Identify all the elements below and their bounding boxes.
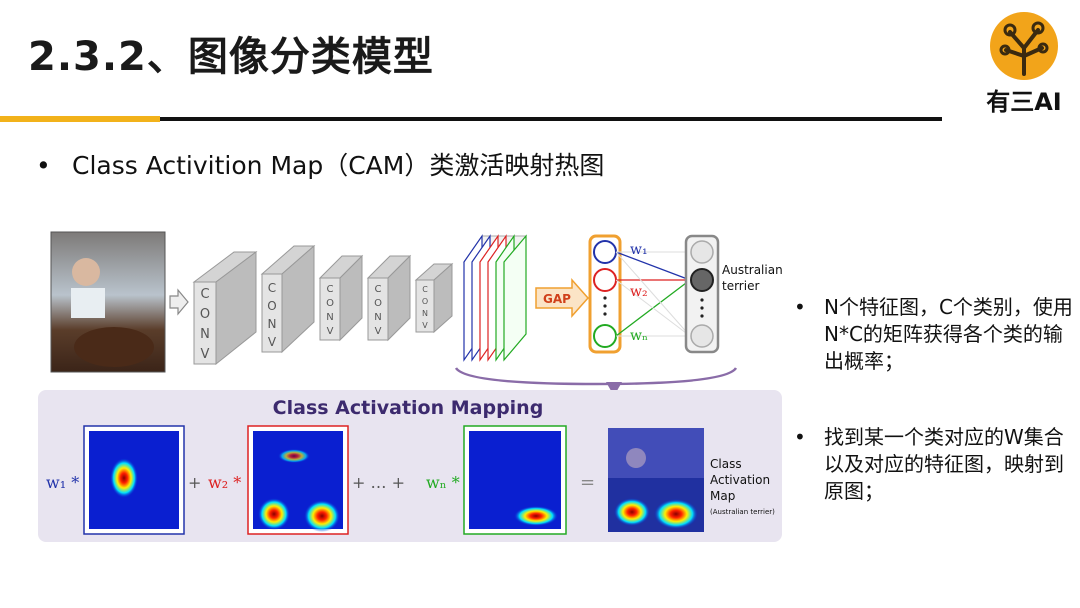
feature-maps xyxy=(463,234,527,362)
brand-logo: 有三AI xyxy=(976,8,1072,116)
eq-w2: w₂ * xyxy=(208,473,241,492)
cam-panel: Class Activation Mapping w₁ * + w₂ * + …… xyxy=(38,390,782,542)
class-label-line2: terrier xyxy=(722,279,759,293)
conv-block-3: C O N V xyxy=(318,254,364,342)
eq-w1: w₁ * xyxy=(46,473,79,492)
gap-node-column xyxy=(588,234,622,354)
main-bullet: • Class Activition Map（CAM）类激活映射热图 xyxy=(36,146,604,182)
conv-label-3-n: N xyxy=(326,312,333,323)
conv-label-1-c: C xyxy=(200,287,209,302)
side-bullet-2: • 找到某一个类对应的W集合以及对应的特征图，映射到原图； xyxy=(794,424,1074,514)
conv-label-1-v: V xyxy=(201,347,210,362)
weight-wn-label: wₙ xyxy=(630,328,648,344)
conv-label-3-v: V xyxy=(327,326,334,337)
side-bullet-1-text: N个特征图，C个类别，使用N*C的矩阵获得各个类的输出概率； xyxy=(824,295,1073,373)
logo-icon xyxy=(990,12,1058,80)
class-label-line1: Australian xyxy=(722,263,783,277)
eq-plus-ellipsis: + … + xyxy=(352,473,405,492)
conv-label-5-v: V xyxy=(422,321,428,330)
side-bullet-1: • N个特征图，C个类别，使用N*C的矩阵获得各个类的输出概率； xyxy=(794,294,1074,384)
cam-result-image xyxy=(608,428,704,532)
conv-label-3-c: C xyxy=(327,284,334,295)
conv-label-5-c: C xyxy=(422,285,428,294)
gap-arrow-icon: GAP xyxy=(535,278,590,318)
cam-title: Class Activation Mapping xyxy=(273,397,544,419)
conv-label-4-n: N xyxy=(374,312,381,323)
output-node-column xyxy=(684,234,720,354)
conv-label-4-o: O xyxy=(374,298,382,309)
side-bullet-2-text: 找到某一个类对应的W集合以及对应的特征图，映射到原图； xyxy=(824,425,1064,503)
conv-label-4-c: C xyxy=(375,284,382,295)
heatmap-2 xyxy=(247,425,349,535)
eq-wn: wₙ * xyxy=(426,473,460,492)
conv-block-1: C O N V xyxy=(192,251,258,366)
cam-diagram: C O N V C O N V C O N V C O N V C O N V xyxy=(38,231,783,542)
conv-label-5-o: O xyxy=(422,297,428,306)
conv-label-5-n: N xyxy=(422,309,428,318)
cam-result-label-4: (Australian terrier) xyxy=(710,508,775,516)
conv-label-4-v: V xyxy=(375,326,382,337)
page-title: 2.3.2、图像分类模型 xyxy=(28,34,434,80)
heatmap-1 xyxy=(83,425,185,535)
cam-result-label-1: Class xyxy=(710,457,742,471)
header-rule xyxy=(160,117,942,121)
input-photo xyxy=(50,231,166,373)
conv-block-4: C O N V xyxy=(366,254,412,342)
bullet-marker: • xyxy=(794,425,806,449)
conv-label-3-o: O xyxy=(326,298,334,309)
main-bullet-text: Class Activition Map（CAM）类激活映射热图 xyxy=(72,151,605,180)
conv-label-1-o: O xyxy=(200,307,210,322)
cam-result-label-3: Map xyxy=(710,489,735,503)
bullet-marker: • xyxy=(36,151,51,180)
conv-label-1-n: N xyxy=(200,327,210,342)
conv-label-2-v: V xyxy=(268,335,277,349)
bullet-marker: • xyxy=(794,295,806,319)
cam-result-label-2: Activation xyxy=(710,473,770,487)
conv-label-2-o: O xyxy=(267,299,276,313)
eq-equals: = xyxy=(580,472,595,493)
heatmap-n xyxy=(463,425,567,535)
gap-label: GAP xyxy=(543,292,571,306)
weight-w1-label: w₁ xyxy=(630,242,648,258)
conv-label-2-n: N xyxy=(268,317,277,331)
conv-label-2-c: C xyxy=(268,281,276,295)
conv-block-2: C O N V xyxy=(260,244,316,354)
conv-block-5: C O N V xyxy=(414,262,454,334)
header-rule-accent xyxy=(0,116,160,122)
weight-connections: w₁ w₂ wₙ xyxy=(615,242,691,344)
weight-w2-label: w₂ xyxy=(630,284,648,300)
mapping-arrow xyxy=(454,367,738,396)
eq-plus1: + xyxy=(188,473,201,492)
logo-text: 有三AI xyxy=(986,88,1062,116)
input-arrow-icon xyxy=(169,288,189,316)
